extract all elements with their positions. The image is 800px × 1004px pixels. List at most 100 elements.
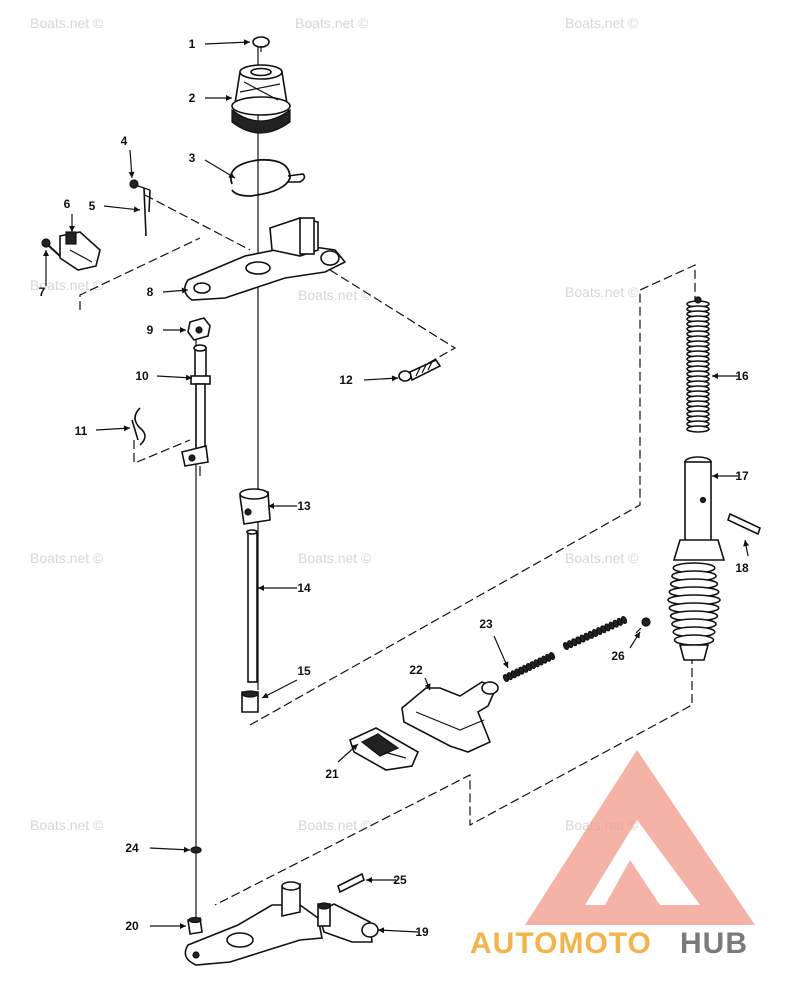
callout-leader — [103, 205, 141, 211]
callout-number: 20 — [125, 919, 139, 933]
callout-number: 21 — [325, 767, 339, 781]
callout-number: 25 — [393, 873, 407, 887]
callout-arrow — [258, 585, 264, 591]
part-19-lower-lever[interactable] — [184, 881, 379, 966]
automotohub-logo: AUTOMOTO HUB — [470, 750, 755, 960]
part-13-coupling[interactable] — [239, 488, 271, 525]
watermark: Boats.net © — [298, 287, 372, 303]
callout-arrow — [128, 171, 135, 178]
callout-arrow — [351, 744, 358, 751]
callout-arrow — [268, 503, 274, 509]
callout-number: 5 — [89, 199, 96, 213]
callout-arrow — [712, 473, 718, 479]
part-14-shaft[interactable] — [246, 529, 258, 683]
callout-number: 8 — [147, 285, 154, 299]
callout-leader — [149, 847, 191, 851]
part-8-shift-lever[interactable] — [184, 217, 347, 301]
callout-number: 2 — [189, 91, 196, 105]
part-16-spring[interactable] — [686, 296, 710, 433]
callout-number: 13 — [297, 499, 311, 513]
callout-number: 10 — [135, 369, 149, 383]
callout-number: 1 — [189, 37, 196, 51]
part-1-screw[interactable] — [252, 36, 270, 52]
part-23-springs[interactable] — [502, 616, 628, 682]
part-10-shift-rod[interactable] — [181, 344, 211, 476]
callout-number: 12 — [339, 373, 353, 387]
part-20-nut[interactable] — [187, 916, 203, 935]
part-11-hairpin-clip[interactable] — [131, 407, 146, 462]
callout-number: 19 — [415, 925, 429, 939]
part-21-cover-plate[interactable] — [349, 727, 420, 771]
callout-arrow — [181, 287, 188, 294]
part-18-pin[interactable] — [727, 512, 761, 536]
watermark: Boats.net © — [295, 15, 369, 31]
callout-arrow — [712, 373, 718, 379]
callout-number: 9 — [147, 323, 154, 337]
callout-number: 14 — [297, 581, 311, 595]
part-26-screw[interactable] — [635, 617, 651, 634]
callout-number: 24 — [125, 841, 139, 855]
callout-arrow — [43, 250, 49, 256]
callout-arrow — [226, 95, 232, 101]
part-15-bushing[interactable] — [241, 690, 259, 713]
part-12-screw[interactable] — [398, 358, 442, 382]
callout-arrow — [743, 540, 750, 547]
callout-number: 18 — [735, 561, 749, 575]
brand-left-text: AUTOMOTO — [470, 927, 652, 960]
watermark: Boats.net © — [30, 277, 104, 293]
part-17-shaft-tube[interactable] — [672, 456, 726, 561]
part-24-ring[interactable] — [190, 846, 202, 854]
callout-arrow — [378, 927, 385, 934]
triangle-inner-icon — [605, 860, 660, 905]
watermark: Boats.net © — [565, 550, 639, 566]
callout-arrow — [69, 226, 75, 232]
watermark: Boats.net © — [565, 15, 639, 31]
callout-number: 17 — [735, 469, 749, 483]
part-17-bellows[interactable] — [667, 562, 721, 661]
callout-arrow — [133, 206, 140, 213]
callout-arrow — [391, 375, 398, 382]
callout-arrow — [366, 877, 372, 883]
callout-number: 11 — [75, 424, 88, 438]
part-5-cotter-pin[interactable] — [143, 187, 151, 237]
callout-number: 16 — [735, 369, 749, 383]
watermark: Boats.net © — [30, 15, 104, 31]
callout-number: 15 — [297, 664, 311, 678]
assembly-guide-lines — [79, 194, 696, 906]
callout-number: 26 — [611, 649, 625, 663]
watermark: Boats.net © — [30, 817, 104, 833]
part-7-screw[interactable] — [41, 238, 61, 257]
callout-arrow — [228, 172, 235, 178]
part-9-nut[interactable] — [187, 317, 211, 341]
part-6-bracket[interactable] — [59, 231, 101, 271]
part-2-gear[interactable] — [231, 64, 291, 134]
callout-arrow — [502, 661, 509, 668]
part-4-pin[interactable] — [129, 179, 151, 191]
watermarks: Boats.net © Boats.net © Boats.net © Boat… — [30, 15, 639, 833]
callout-leader — [261, 679, 298, 699]
callout-arrow — [183, 846, 190, 853]
callout-arrow — [262, 692, 269, 698]
callout-arrow — [123, 425, 130, 432]
callout-arrow — [185, 374, 192, 381]
callout-number: 3 — [189, 151, 196, 165]
part-3-spring-clip[interactable] — [229, 158, 306, 197]
callout-leader — [377, 929, 419, 933]
callout-arrow — [634, 632, 640, 639]
triangle-logo-icon — [525, 750, 755, 925]
part-25-pin[interactable] — [337, 872, 365, 894]
callout-number: 23 — [479, 617, 493, 631]
callout-arrow — [243, 39, 250, 46]
callout-arrow — [180, 327, 186, 333]
callout-leader — [204, 41, 251, 45]
part-22-handle[interactable] — [401, 681, 499, 753]
watermark: Boats.net © — [30, 550, 104, 566]
callout-arrow — [424, 683, 431, 690]
brand-right-text: HUB — [680, 927, 748, 960]
watermark: Boats.net © — [298, 817, 372, 833]
watermark: Boats.net © — [565, 284, 639, 300]
callout-number: 6 — [64, 197, 71, 211]
